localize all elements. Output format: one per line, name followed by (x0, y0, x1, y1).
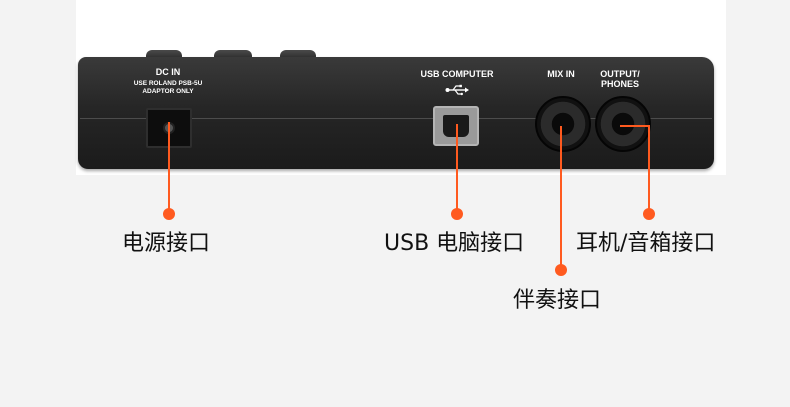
usb-port-caption: USB 电脑接口 (384, 231, 525, 256)
mix-in-jack (535, 96, 591, 152)
power-port-caption: 电源接口 (122, 231, 211, 256)
usb-callout-dot (451, 208, 463, 220)
mix-in-label: MIX IN (547, 69, 575, 79)
power-callout-dot (163, 208, 175, 220)
phones-leader-line (648, 125, 650, 214)
phones-leader-horizontal (620, 125, 650, 127)
dc-note-line-2: ADAPTOR ONLY (142, 88, 194, 95)
usb-icon (445, 84, 469, 96)
mix-port-caption: 伴奏接口 (513, 288, 602, 313)
dc-in-label: DC IN (155, 67, 181, 77)
dc-note-line-1: USE ROLAND PSB-5U (133, 80, 203, 87)
output-label-line-2: PHONES (600, 79, 639, 89)
output-label-line-1: OUTPUT/ (600, 69, 640, 79)
mix-callout-dot (555, 264, 567, 276)
usb-leader-line (456, 124, 458, 214)
usb-computer-label: USB COMPUTER (420, 69, 494, 79)
mix-leader-line (560, 126, 562, 270)
phones-port-caption: 耳机/音箱接口 (576, 231, 716, 256)
phones-callout-dot (643, 208, 655, 220)
power-leader-line (168, 122, 170, 214)
panel-seam (80, 118, 712, 119)
output-phones-jack (595, 96, 651, 152)
